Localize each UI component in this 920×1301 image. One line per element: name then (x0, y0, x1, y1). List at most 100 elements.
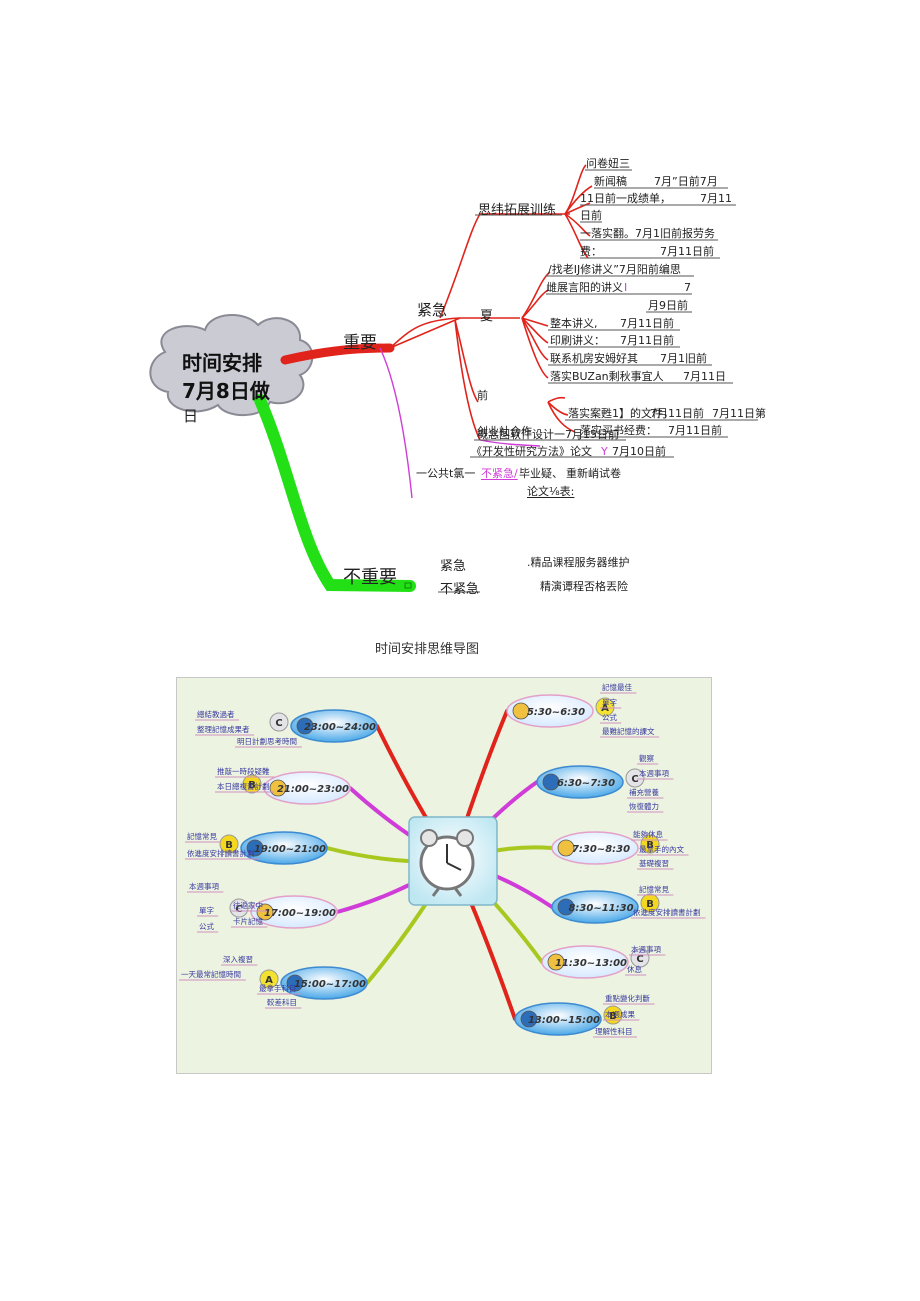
d-item: 《开发性研究方法》论文 (471, 445, 592, 458)
mindmap1-lines (149, 164, 758, 593)
face-icon (520, 1010, 538, 1028)
grade-label: B (225, 840, 233, 851)
time-item: 卡片記憶 (233, 916, 263, 926)
grade-badge (219, 834, 239, 854)
face-icon (246, 839, 264, 857)
figure-caption: 时间安排思维导图 (375, 642, 480, 657)
b-item: 整本讲义, (550, 317, 598, 330)
grade-badge (595, 697, 615, 717)
time-item: 較差科目 (267, 997, 297, 1007)
a-item: 7月”日前7月 (654, 175, 718, 188)
grade-label: C (275, 718, 282, 729)
b-item: 7月1旧前 (660, 352, 707, 365)
time-item: 理解性科目 (595, 1026, 633, 1036)
ni-not-urgent: 不紧急 (440, 582, 480, 597)
time-label: 23:00~24:00 (304, 722, 376, 733)
ni-item: .精品课程服务器维护 (527, 556, 630, 569)
time-item: 最難記憶的課文 (602, 726, 655, 736)
public-line-b: 不紧急/ (481, 467, 518, 480)
root-cloud (149, 313, 314, 417)
time-label: 7:30~8:30 (572, 844, 630, 855)
face-icon (557, 898, 575, 916)
c-item: 7月11日第 (712, 407, 766, 420)
b-item: I (624, 281, 628, 294)
a-item: 7月11 (700, 192, 732, 205)
time-label: 17:00~19:00 (264, 908, 336, 919)
branch-d: 创业社合作 (477, 425, 532, 438)
time-item: 整理記憶成果者 (197, 724, 250, 734)
d-item: 概念图软件设计一7月15日前 (477, 428, 619, 441)
time-item: 記憶常見 (187, 831, 217, 841)
time-label: 8:30~11:30 (568, 903, 633, 914)
b-item: 7月11日前 (620, 317, 674, 330)
face-icon (296, 717, 314, 735)
time-item: 推敲一時段疑難 (217, 766, 270, 776)
time-item: 本週事項 (631, 944, 661, 954)
ni-urgent: 紧急 (440, 559, 467, 574)
grade-badge (259, 969, 279, 989)
mindmap2: 5:30~6:30A記憶最佳單字公式最難記憶的課文6:30~7:30C觀察本週事… (176, 677, 712, 1074)
time-item: 依進度安排讀書計劃 (187, 848, 255, 858)
time-label: 21:00~23:00 (277, 784, 349, 795)
face-icon (557, 839, 575, 857)
grade-label: B (248, 780, 256, 791)
time-item: 觀察 (639, 753, 654, 763)
face-icon (256, 903, 274, 921)
branch-not-important (254, 394, 416, 592)
time-item: 記憶最佳 (602, 682, 632, 692)
root-title-line1: 时间安排 (182, 351, 262, 375)
d-item: 7月10日前 (612, 445, 666, 458)
time-item: 記憶常見 (639, 884, 669, 894)
a-item: 费： (580, 245, 602, 258)
time-label: 5:30~6:30 (527, 707, 585, 718)
grade-badge (269, 712, 289, 732)
public-line-e: 论文⅛表: (527, 485, 575, 498)
time-item: 依進度安排讀書計劃 (633, 907, 701, 917)
time-item: 恢復體力 (629, 801, 659, 811)
time-item: 最拿手科目 (259, 983, 297, 993)
time-item: 深入複習 (223, 954, 253, 964)
grade-label: B (646, 899, 654, 910)
grade-label: C (631, 774, 638, 785)
grade-badge (640, 893, 660, 913)
grade-badge (625, 768, 645, 788)
time-item: 基礎複習 (639, 858, 669, 868)
grade-badge (229, 898, 249, 918)
grade-label: A (265, 975, 273, 986)
time-item: 一天最常記憶時間 (181, 969, 241, 979)
b-item: /找老IJ修讲义”7月阳前编思 (548, 263, 681, 276)
face-icon (547, 953, 565, 971)
grade-badge (630, 948, 650, 968)
a-item: 一落实翻。7月1旧前报劳务 (580, 227, 715, 240)
grade-label: C (235, 904, 242, 915)
time-item: 明日計劃思考時間 (237, 736, 297, 746)
branch-important (280, 343, 395, 365)
node-urgent: 紧急 (417, 301, 448, 319)
time-item: 公式 (602, 712, 617, 722)
time-item: 本週事項 (639, 768, 669, 778)
root-title-line2: 7月8日做 (182, 379, 270, 403)
a-item: 新闻稿 (594, 175, 627, 188)
ni-item: 精演谭程否格丟险 (540, 580, 628, 593)
d-item: Y (601, 445, 608, 458)
a-item: 问卷妞三 (586, 157, 630, 170)
grade-label: B (646, 840, 654, 851)
time-label: 11:30~13:00 (555, 958, 627, 969)
b-item: 7月11日 (683, 370, 726, 383)
time-item: 單字 (602, 697, 617, 707)
b-item: 雌展言阳的讲义 (546, 281, 623, 294)
c-item: 落实买书经费： (580, 424, 657, 437)
node-not-important: 不重要 (343, 567, 397, 588)
time-node: 5:30~6:30A記憶最佳單字公式最難記憶的課文 (506, 682, 660, 738)
time-item: 往返家中 (233, 900, 263, 910)
branch-a: 思纬拓展训练 (478, 203, 557, 218)
time-item: 最拿手的內文 (639, 844, 684, 854)
node-important: 重要 (343, 333, 377, 353)
public-line-c: 毕业疑、 (519, 467, 563, 480)
face-icon (542, 773, 560, 791)
